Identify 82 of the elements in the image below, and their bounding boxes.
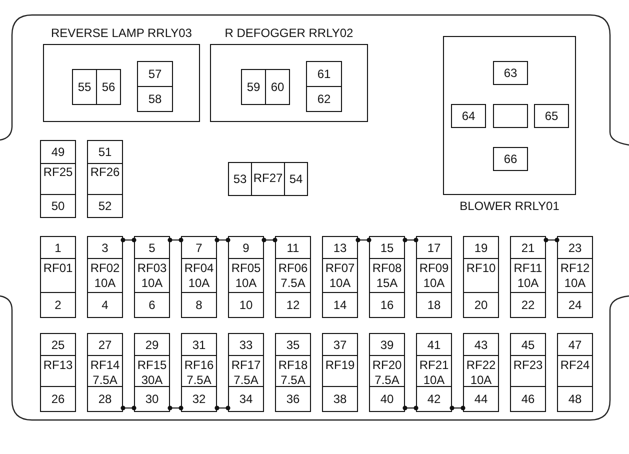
fuse-slot [181,236,217,318]
fuse-slot [463,236,499,318]
fuse-label: RF25 [42,165,74,180]
fuse-label: RF16 7.5A [183,358,215,388]
fuse-label: RF11 10A [512,261,544,291]
fuse-slot [322,333,358,412]
fuse-label: RF07 10A [324,261,356,291]
fuse-slot [369,236,405,318]
relay-label: R DEFOGGER RRLY02 [224,26,354,40]
fuse-label: RF13 [42,358,74,373]
busbar-line [214,406,230,410]
busbar-line [544,238,560,242]
busbar-line [214,238,230,242]
fuse-label: RF26 [89,165,121,180]
busbar-line [356,238,372,242]
busbar-line [120,406,136,410]
fuse-slot [557,333,593,412]
terminal-cell: 61 [306,61,342,87]
fuse-slot [557,236,593,318]
fuse-label: RF12 10A [559,261,591,291]
fuse-slot [275,333,311,412]
terminal-cell: 66 [493,147,528,171]
terminal-cell: 65 [534,104,569,128]
busbar-line [450,406,466,410]
fuse-slot [87,333,123,412]
fuse-label: RF15 30A [136,358,168,388]
fuse-label: RF03 10A [136,261,168,291]
fuse-label: RF08 15A [371,261,403,291]
fuse-slot [134,236,170,318]
fuse-slot [40,236,76,318]
fuse-slot [40,140,76,218]
fuse-slot [510,236,546,318]
fuse-label: RF27 [252,171,284,186]
fuse-slot [228,162,308,196]
fuse-label: RF21 10A [418,358,450,388]
terminal-cell: 55 [72,69,97,105]
fuse-slot [275,236,311,318]
fuse-label: RF02 10A [89,261,121,291]
fuse-label: RF10 [465,261,497,276]
busbar-line [168,406,184,410]
fuse-label: RF22 10A [465,358,497,388]
fuse-slot [87,236,123,318]
terminal-cell: 64 [451,104,486,128]
fuse-label: RF17 7.5A [230,358,262,388]
busbar-line [402,406,418,410]
fuse-label: RF18 7.5A [277,358,309,388]
terminal-cell: 63 [493,61,528,85]
fuse-slot [87,140,123,218]
busbar-line [120,238,136,242]
busbar-line [168,238,184,242]
empty-terminal [493,104,528,128]
terminal-cell: 60 [265,69,290,105]
relay-label: BLOWER RRLY01 [458,199,560,213]
busbar-line [262,238,278,242]
fuse-label: RF20 7.5A [371,358,403,388]
fuse-label: RF01 [42,261,74,276]
fuse-slot [416,333,452,412]
fuse-label: RF04 10A [183,261,215,291]
fuse-label: RF05 10A [230,261,262,291]
fuse-label: RF14 7.5A [89,358,121,388]
fuse-slot [322,236,358,318]
fuse-slot [181,333,217,412]
fuse-label: RF23 [512,358,544,373]
terminal-cell: 59 [241,69,266,105]
fuse-slot [510,333,546,412]
fuse-label: RF24 [559,358,591,373]
fuse-slot [228,333,264,412]
fuse-slot [463,333,499,412]
fuse-slot [134,333,170,412]
fuse-label: RF19 [324,358,356,373]
busbar-line [402,238,418,242]
fuse-label: RF09 10A [418,261,450,291]
terminal-cell: 57 [137,61,173,87]
fuse-label: RF06 7.5A [277,261,309,291]
fuse-slot [228,236,264,318]
relay-label: REVERSE LAMP RRLY03 [50,26,193,40]
terminal-cell: 56 [96,69,121,105]
fuse-slot [40,333,76,412]
fuse-slot [369,333,405,412]
terminal-cell: 58 [137,86,173,112]
terminal-cell: 62 [306,86,342,112]
fuse-slot [416,236,452,318]
